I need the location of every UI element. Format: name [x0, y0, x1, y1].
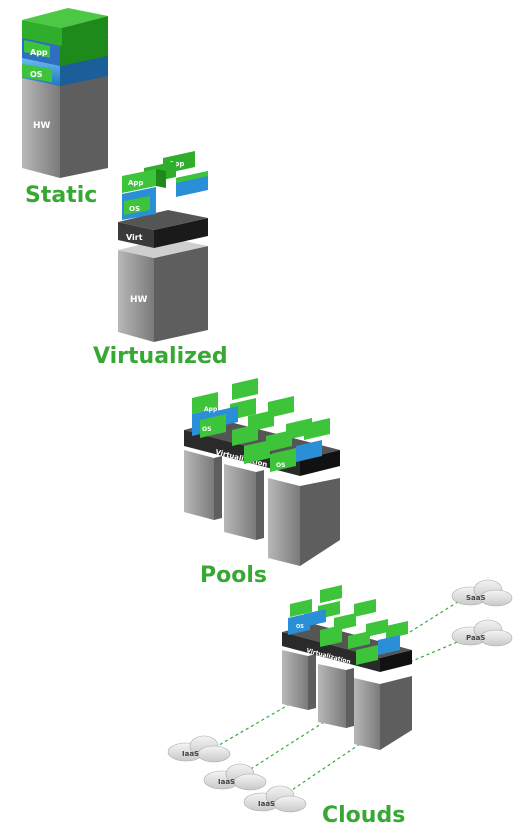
virtualized-stack: HW Virt App App App OS: [118, 151, 208, 342]
hardware-block: HW: [22, 62, 108, 178]
cloud-saas-label: SaaS: [466, 594, 486, 602]
stage-title-virtualized: Virtualized: [93, 344, 228, 369]
connectors: [213, 597, 465, 795]
app-label: App: [30, 48, 48, 57]
cloud-iaas-label: IaaS: [218, 778, 235, 786]
clouds-stack: Virtualization OS: [282, 585, 412, 750]
cloud-saas: SaaS: [451, 579, 513, 607]
cloud-paas: PaaS: [451, 619, 513, 647]
server-tower: [318, 664, 354, 728]
static-stack: HW OS App: [22, 8, 108, 178]
virtualization-layer: Virt: [118, 210, 208, 248]
server-tower: [282, 650, 316, 710]
virtualization-label: Virt: [126, 233, 143, 242]
app-label: App: [128, 179, 143, 187]
os-label: OS: [296, 624, 304, 630]
cloud-iaas-label: IaaS: [258, 800, 275, 808]
cloud-paas-label: PaaS: [466, 634, 485, 642]
os-label: OS: [276, 462, 285, 469]
cloud-iaas: IaaS: [243, 785, 307, 813]
os-label: OS: [202, 426, 211, 433]
vm-os-tile: OS: [122, 187, 156, 220]
server-tower: [268, 478, 340, 566]
vm-app-tile: App: [122, 169, 166, 193]
app-label: App: [169, 160, 184, 168]
app-top-slab: [22, 8, 108, 46]
os-label: OS: [30, 70, 43, 79]
cloud-iaas: IaaS: [167, 735, 231, 763]
hardware-label: HW: [130, 295, 148, 305]
os-label: OS: [129, 205, 140, 213]
stage-title-pools: Pools: [200, 563, 267, 588]
cloud-iaas: IaaS: [203, 763, 267, 791]
stage-title-clouds: Clouds: [322, 803, 405, 824]
vm-os-tile: [176, 171, 208, 197]
stage-title-static: Static: [25, 183, 97, 208]
hardware-label: HW: [33, 121, 51, 131]
hardware-block: HW: [118, 238, 208, 342]
app-label: App: [204, 406, 218, 413]
server-tower: [184, 450, 222, 520]
server-tower: [354, 676, 412, 750]
pools-stack: Virtualization App OS OS: [184, 378, 340, 566]
cloud-iaas-label: IaaS: [182, 750, 199, 758]
server-tower: [224, 464, 264, 540]
vm-tile-group: [288, 585, 408, 665]
vm-tile-group: [192, 378, 330, 472]
